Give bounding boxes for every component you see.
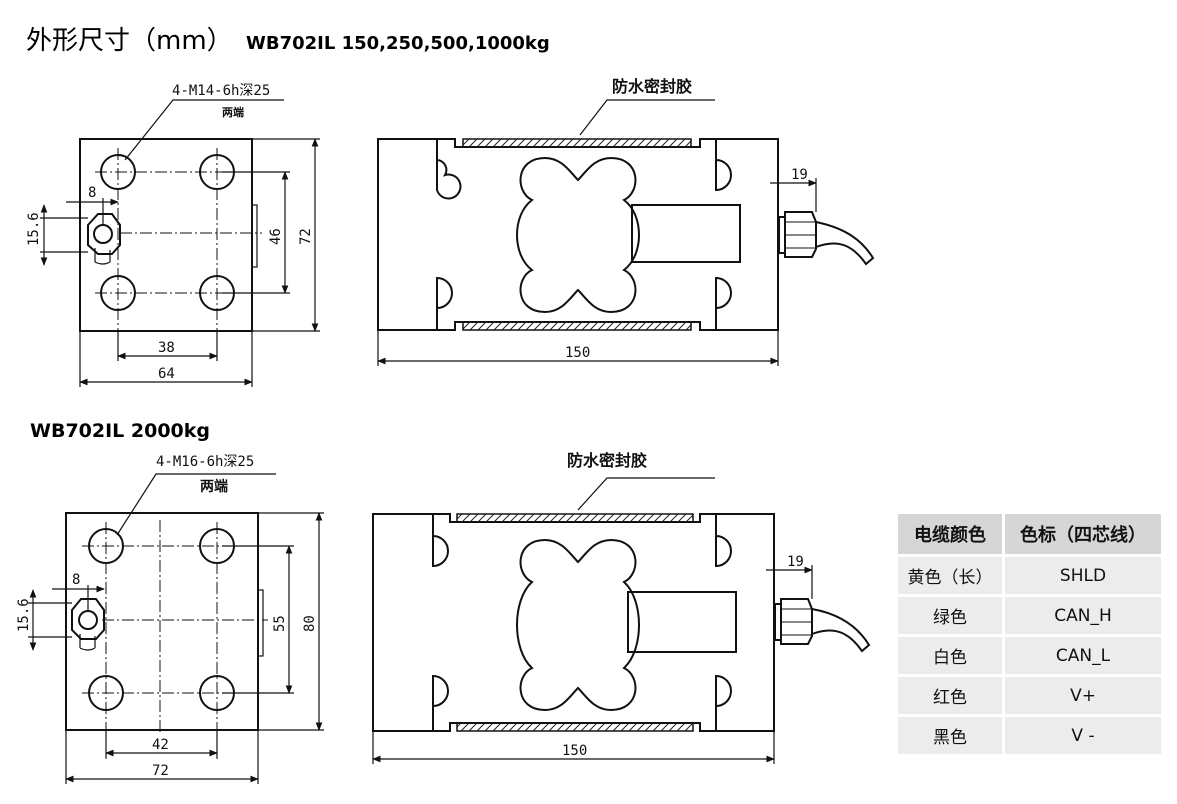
- top-view-1-labels: 4-M14-6h深25 两端 8 15.6 46 72 38 64: [26, 83, 314, 382]
- table-row: 黑色 V -: [898, 715, 1161, 757]
- both-ends-label: 两端: [222, 105, 244, 119]
- section-2-title: WB702IL 2000kg: [30, 420, 210, 442]
- cable-color-cell: 白色: [898, 635, 1005, 677]
- table-row: 红色 V+: [898, 675, 1161, 717]
- top-view-2: [28, 473, 324, 784]
- cable-color-cell: 黑色: [898, 715, 1005, 757]
- dim-38: 38: [158, 340, 175, 356]
- dim-72: 72: [298, 228, 314, 245]
- side-view-2: [372, 477, 871, 764]
- wire-color-table: 电缆颜色 色标（四芯线） 黄色（长） SHLD 绿色 CAN_H 白色 CAN_…: [898, 514, 1161, 757]
- dim-19: 19: [787, 554, 804, 570]
- dim-150: 150: [565, 345, 590, 361]
- cable-color-cell: 黄色（长）: [898, 555, 1005, 597]
- dim-8: 8: [72, 572, 80, 588]
- cable-color-cell: 红色: [898, 675, 1005, 717]
- thread-note: 4-M14-6h深25: [172, 83, 270, 99]
- side-view-2-labels: 防水密封胶 19 150: [562, 451, 804, 759]
- header-signal: 色标（四芯线）: [1003, 514, 1161, 557]
- model-title: WB702IL 150,250,500,1000kg: [246, 33, 550, 54]
- signal-cell: CAN_H: [1003, 595, 1161, 637]
- dim-72: 72: [152, 763, 169, 779]
- dim-64: 64: [158, 366, 175, 382]
- thread-note: 4-M16-6h深25: [156, 454, 254, 470]
- table-header-row: 电缆颜色 色标（四芯线）: [898, 514, 1161, 557]
- dim-150: 150: [562, 743, 587, 759]
- dim-46: 46: [268, 228, 284, 245]
- cable-color-cell: 绿色: [898, 595, 1005, 637]
- signal-cell: V+: [1003, 675, 1161, 717]
- dim-8: 8: [88, 185, 96, 201]
- table-row: 绿色 CAN_H: [898, 595, 1161, 637]
- signal-cell: SHLD: [1003, 555, 1161, 597]
- signal-cell: V -: [1003, 715, 1161, 757]
- dim-80: 80: [302, 615, 318, 632]
- seal-label: 防水密封胶: [567, 451, 647, 470]
- side-view-1: [377, 99, 875, 366]
- both-ends-label: 两端: [200, 478, 228, 495]
- dim-15-6: 15.6: [26, 212, 42, 246]
- page-title: 外形尺寸（mm）: [26, 26, 233, 56]
- top-view-1: [40, 99, 320, 387]
- seal-label: 防水密封胶: [612, 77, 692, 96]
- side-view-1-labels: 防水密封胶 19 150: [565, 77, 808, 361]
- dim-42: 42: [152, 737, 169, 753]
- dim-55: 55: [272, 615, 288, 632]
- header-cable-color: 电缆颜色: [898, 514, 1005, 557]
- table-row: 黄色（长） SHLD: [898, 555, 1161, 597]
- top-view-2-labels: 4-M16-6h深25 两端 8 15.6 55 80 42 72: [16, 454, 318, 779]
- table-row: 白色 CAN_L: [898, 635, 1161, 677]
- dim-15-6: 15.6: [16, 598, 32, 632]
- dim-19: 19: [791, 167, 808, 183]
- signal-cell: CAN_L: [1003, 635, 1161, 677]
